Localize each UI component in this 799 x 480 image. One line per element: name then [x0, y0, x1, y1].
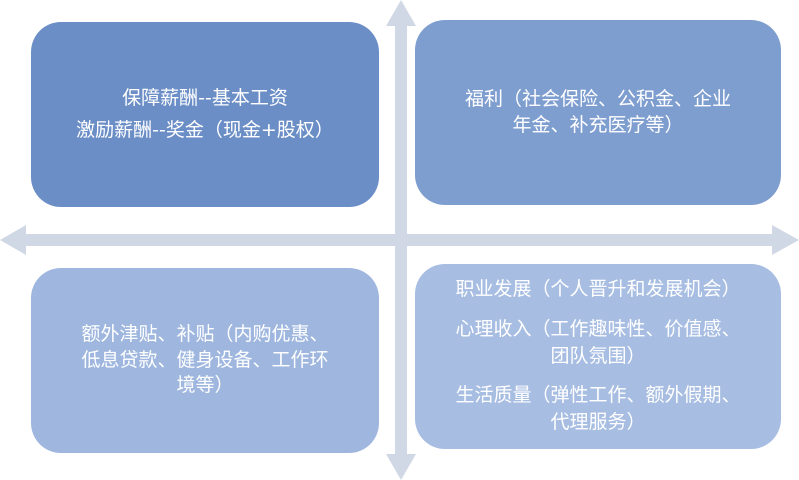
quadrant-top-left: 保障薪酬--基本工资 激励薪酬--奖金（现金+股权）: [31, 22, 379, 207]
allowance-text-line-2: 低息贷款、健身设备、工作环: [81, 348, 329, 371]
quadrant-top-right: 福利（社会保险、公积金、企业 年金、补充医疗等）: [415, 20, 781, 205]
incentive-pay-text: 激励薪酬--奖金（现金+股权）: [76, 118, 334, 141]
psychological-income-text-line-1: 心理收入（工作趣味性、价值感、: [455, 318, 741, 341]
life-quality-group: 生活质量（弹性工作、额外假期、 代理服务）: [455, 382, 740, 436]
quadrant-bottom-left: 额外津贴、补贴（内购优惠、 低息贷款、健身设备、工作环 境等）: [31, 268, 379, 453]
life-quality-text-line-1: 生活质量（弹性工作、额外假期、: [455, 384, 741, 407]
quadrant-bottom-right: 职业发展（个人晋升和发展机会） 心理收入（工作趣味性、价值感、 团队氛围） 生活…: [415, 264, 781, 449]
life-quality-text-line-2: 代理服务）: [550, 410, 646, 433]
career-development-group: 职业发展（个人晋升和发展机会）: [455, 276, 740, 304]
psychological-income-text-line-2: 团队氛围）: [550, 344, 646, 367]
guarantee-pay-text: 保障薪酬--基本工资: [122, 86, 288, 109]
psychological-income-group: 心理收入（工作趣味性、价值感、 团队氛围）: [455, 316, 740, 370]
allowance-text-line-3: 境等）: [176, 374, 234, 397]
vertical-axis-arrow: [386, 0, 416, 480]
career-development-text: 职业发展（个人晋升和发展机会）: [455, 278, 741, 301]
welfare-text-line-1: 福利（社会保险、公积金、企业: [464, 87, 731, 110]
allowance-text-line-1: 额外津贴、补贴（内购优惠、: [81, 323, 329, 346]
welfare-text-line-2: 年金、补充医疗等）: [512, 113, 684, 136]
